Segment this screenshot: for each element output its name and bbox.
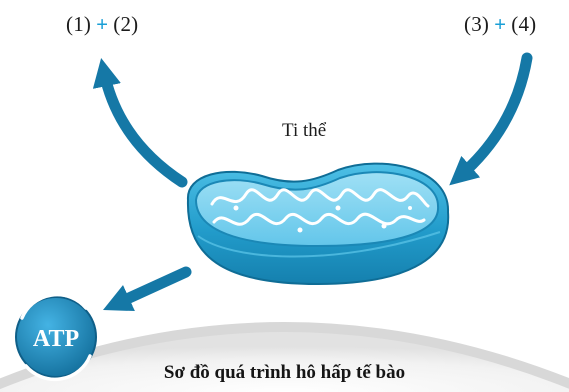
diagram-caption: Sơ đồ quá trình hô hấp tế bào (163, 362, 406, 383)
inputs-formula: (3)+(4) (464, 12, 536, 37)
input-four: (4) (511, 12, 537, 36)
product-one: (1) (66, 12, 92, 36)
inputs-plus: + (494, 12, 507, 36)
atp-arrow (102, 266, 192, 312)
atp-label: ATP (33, 326, 79, 352)
product-two: (2) (113, 12, 139, 36)
input-three: (3) (464, 12, 490, 36)
products-arrow (92, 57, 188, 188)
inputs-arrow (449, 52, 533, 186)
atp-badge-icon: ATP (15, 292, 97, 382)
products-formula: (1)+(2) (66, 12, 138, 37)
organelle-label: Ti thể (282, 120, 327, 141)
products-plus: + (96, 12, 109, 36)
mitochondrion-icon (186, 162, 450, 286)
